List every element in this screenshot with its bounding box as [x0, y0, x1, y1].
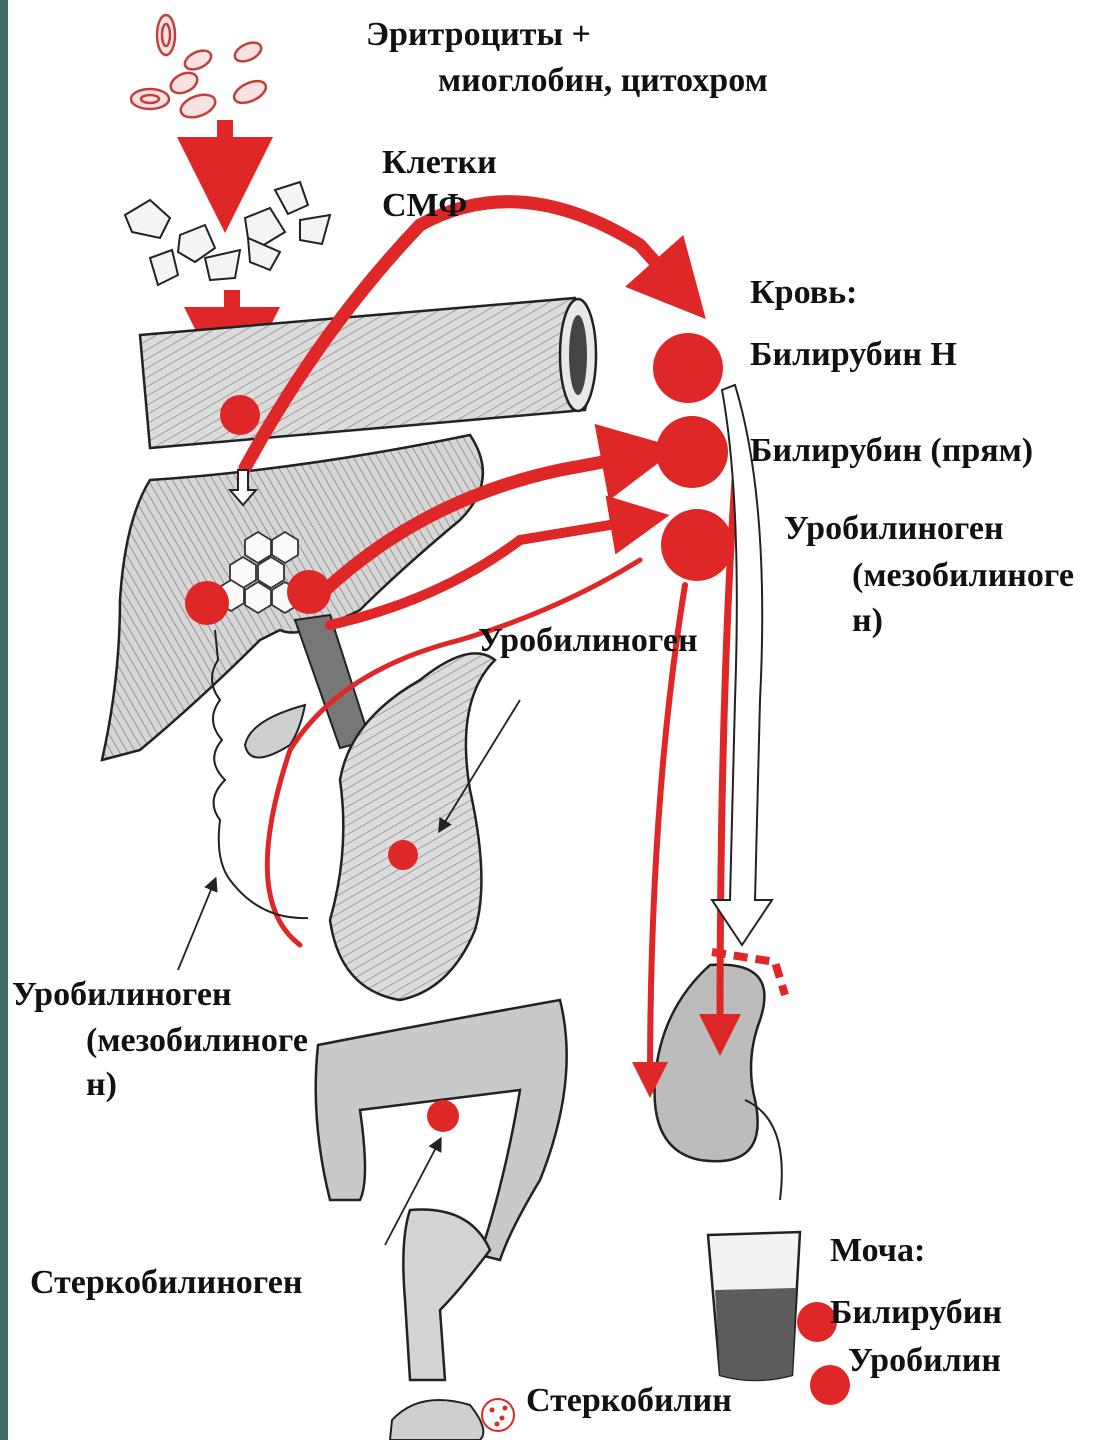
smf-cells-illustration: [125, 182, 330, 285]
blood-bilirubin-direct-dot: [656, 416, 728, 488]
label-cells-line2: СМФ: [382, 185, 467, 228]
label-urobilinogen-right-line2: (мезобилиноге: [852, 555, 1074, 598]
label-urobilinogen-left-line2: (мезобилиноге: [86, 1020, 308, 1063]
label-urine-urobilin: Уробилин: [848, 1340, 1001, 1383]
urine-urobilin-dot: [810, 1365, 850, 1405]
erythrocytes-illustration: [131, 15, 269, 122]
vessel-bilirubin-dot: [220, 395, 260, 435]
label-urobilinogen-mid: Уробилиноген: [478, 620, 698, 663]
label-stercobilin: Стеркобилин: [526, 1380, 732, 1423]
label-myoglobin: миоглобин, цитохром: [438, 60, 768, 103]
label-stercobilinogen: Стеркобилиноген: [30, 1262, 302, 1305]
label-blood: Кровь:: [750, 272, 857, 315]
colon-bilirubin-dot: [427, 1100, 459, 1132]
label-bilirubin-n: Билирубин Н: [750, 334, 957, 377]
label-urine: Моча:: [830, 1230, 925, 1273]
label-urobilinogen-left-line3: н): [86, 1064, 117, 1107]
liver-bilirubin-dot-left: [185, 581, 229, 625]
label-urobilinogen-right-line3: н): [852, 600, 883, 643]
label-urine-bilirubin: Билирубин: [830, 1292, 1002, 1335]
blood-vessel-illustration: [140, 298, 596, 448]
blood-urobilinogen-dot: [661, 509, 733, 581]
urine-glass-illustration: [708, 1232, 800, 1380]
blood-bilirubin-n-dot: [653, 333, 723, 403]
label-urobilinogen-right-line1: Уробилиноген: [784, 508, 1004, 551]
label-urobilinogen-left-line1: Уробилиноген: [12, 974, 232, 1017]
label-bilirubin-direct: Билирубин (прям): [750, 430, 1033, 473]
colon-illustration: [316, 1000, 567, 1440]
pointer-uro-left: [178, 880, 215, 970]
intestine-bilirubin-dot: [388, 840, 418, 870]
label-erythrocytes: Эритроциты +: [366, 14, 591, 57]
label-cells-line1: Клетки: [382, 142, 497, 185]
